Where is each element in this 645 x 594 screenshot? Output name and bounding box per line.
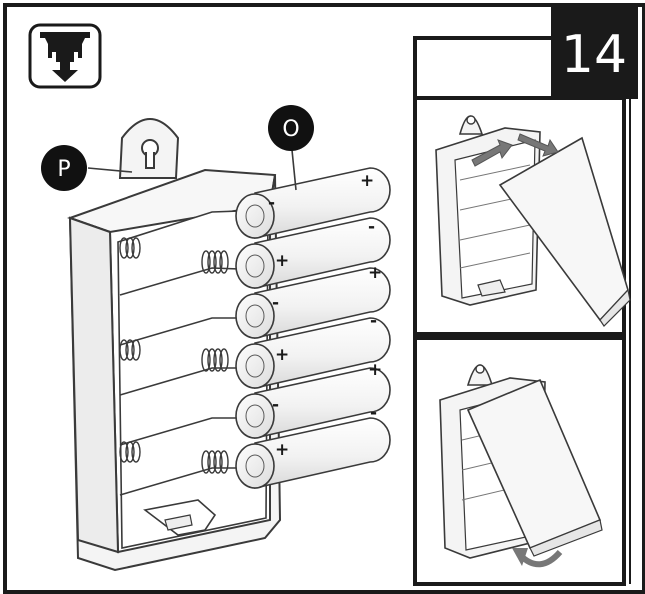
polarity-plus: + [368,263,382,283]
step-number: 14 [561,25,627,85]
polarity-minus: - [268,193,275,213]
detail-panel-bottom [413,336,626,586]
contact-springs-left [119,237,141,463]
polarity-minus: - [370,403,377,423]
polarity-minus: - [272,293,279,313]
polarity-marks: - + + - - + + - - + + - [268,171,382,460]
polarity-plus: + [275,345,289,365]
polarity-plus: + [275,251,289,271]
polarity-minus: - [370,311,377,331]
polarity-minus: - [272,395,279,415]
battery [235,267,391,340]
battery [235,167,391,240]
callout-p-label: P [57,157,70,182]
arrow-icon [471,139,513,167]
polarity-minus: - [368,217,375,237]
detail-insert-cover [435,115,631,327]
callout-o: O [268,105,314,191]
polarity-plus: + [368,360,382,380]
ceiling-mount-install-icon [28,23,102,89]
arrow-icon [517,133,559,157]
polarity-plus: + [275,440,289,460]
callout-o-label: O [282,117,299,142]
battery-holder [66,118,282,572]
detail-close-cover [439,364,603,568]
callout-p: P [41,145,133,191]
detail-panel-frame-top-edge [413,36,551,98]
detail-panel-top [413,96,626,336]
contact-springs-right [201,250,229,474]
battery [235,317,391,390]
battery [235,217,391,290]
battery [235,367,391,440]
battery [235,417,391,490]
battery-stack [235,167,391,490]
step-number-badge: 14 [551,7,638,99]
polarity-plus: + [360,171,374,191]
